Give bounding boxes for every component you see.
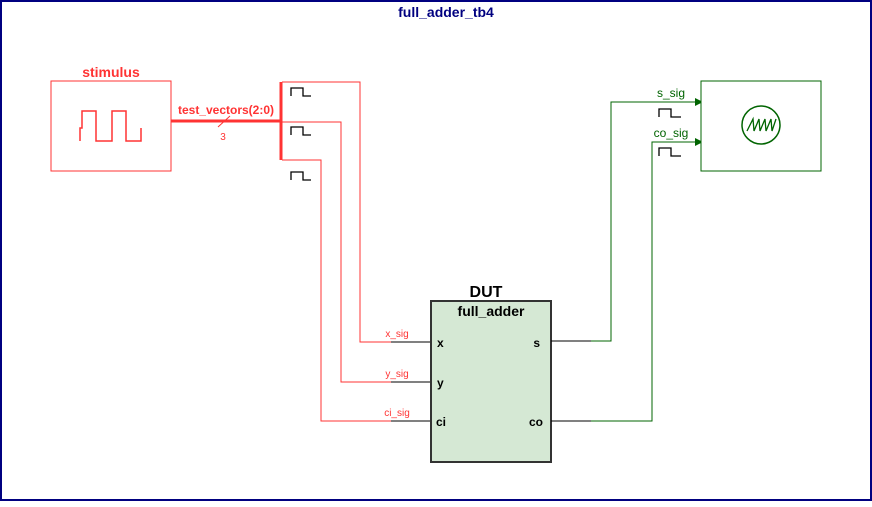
signal-ci-icon (290, 171, 311, 181)
signal-s-icon (658, 108, 681, 118)
wire-s (591, 101, 699, 342)
port-x: x (437, 336, 444, 350)
square-wave-icon (79, 110, 142, 142)
signal-co-icon (658, 147, 681, 157)
output-wires (591, 101, 699, 422)
output-arrowheads (695, 98, 703, 146)
dut-instance-label: DUT (470, 284, 503, 301)
dut-box[interactable] (430, 300, 552, 463)
wire-co (591, 141, 699, 422)
port-y: y (437, 376, 444, 390)
sawtooth-wave-icon (746, 116, 777, 132)
signal-label-y: y_sig (385, 369, 408, 380)
signal-icons-in (290, 87, 311, 181)
bus-width-slash (217, 115, 231, 128)
dut-input-stubs (391, 341, 431, 422)
oscilloscope-icon (741, 105, 781, 145)
signal-label-co: co_sig (654, 126, 689, 140)
signal-y-icon (290, 126, 311, 136)
stimulus-box[interactable] (50, 80, 172, 172)
port-co: co (529, 415, 543, 429)
stimulus-label: stimulus (82, 64, 140, 80)
port-s: s (533, 336, 540, 350)
input-wires (282, 81, 391, 422)
testbench-title: full_adder_tb4 (398, 4, 494, 20)
signal-label-s: s_sig (657, 86, 685, 100)
dut-output-stubs (551, 340, 591, 422)
monitor-block[interactable] (700, 80, 822, 172)
signal-x-icon (290, 87, 311, 97)
port-ci: ci (436, 415, 446, 429)
wire-x (282, 81, 391, 343)
dut-entity-label: full_adder (458, 303, 525, 319)
bus-width-label: 3 (220, 132, 226, 143)
dut-block[interactable]: DUT full_adder x y ci s co (430, 284, 552, 463)
wire-y (282, 121, 391, 383)
arrow-s (695, 98, 703, 106)
arrow-co (695, 138, 703, 146)
signal-label-x: x_sig (385, 329, 408, 340)
signal-icons-out (658, 108, 681, 157)
bus-label: test_vectors(2:0) (178, 103, 274, 117)
signal-label-ci: ci_sig (384, 408, 410, 419)
wire-ci (282, 159, 391, 422)
stimulus-block[interactable]: stimulus (50, 64, 172, 172)
monitor-box[interactable] (700, 80, 822, 172)
